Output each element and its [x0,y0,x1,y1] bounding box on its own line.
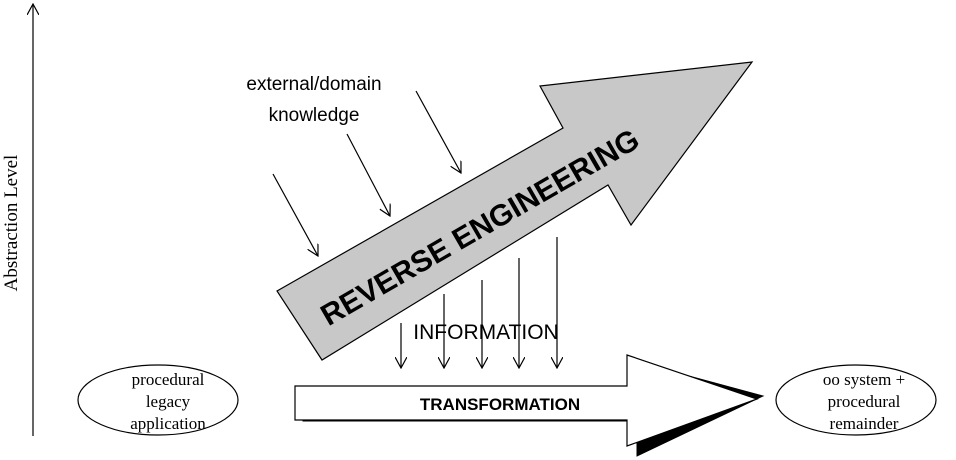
transformation-arrow: TRANSFORMATION [294,354,765,457]
reverse-engineering-label: REVERSE ENGINEERING [315,123,645,332]
target-ellipse [775,364,937,436]
target-label-line-1: oo system + [823,370,905,389]
external-knowledge-label-line-1: external/domain [246,74,381,95]
knowledge-arrow [346,133,390,216]
information-arrows [401,237,557,368]
source-label-line-1: procedural [132,370,205,389]
target-node: oo system + procedural remainder [775,364,937,436]
reverse-engineering-arrow-shape [276,61,754,361]
external-knowledge-label-line-2: knowledge [269,105,360,126]
source-ellipse [77,364,239,436]
target-label-line-2: procedural [828,392,901,411]
source-node: procedural legacy application [77,364,239,436]
knowledge-arrow [272,173,318,256]
source-label-line-2: legacy [146,392,191,411]
information-label: INFORMATION [413,321,558,344]
external-knowledge-arrows [272,90,461,256]
source-label-line-3: application [130,414,206,433]
knowledge-arrow [415,90,461,173]
transformation-label: TRANSFORMATION [420,395,580,414]
transformation-arrow-shape [294,354,759,447]
axis-label: Abstraction Level [1,155,22,292]
target-label-line-3: remainder [830,414,899,433]
